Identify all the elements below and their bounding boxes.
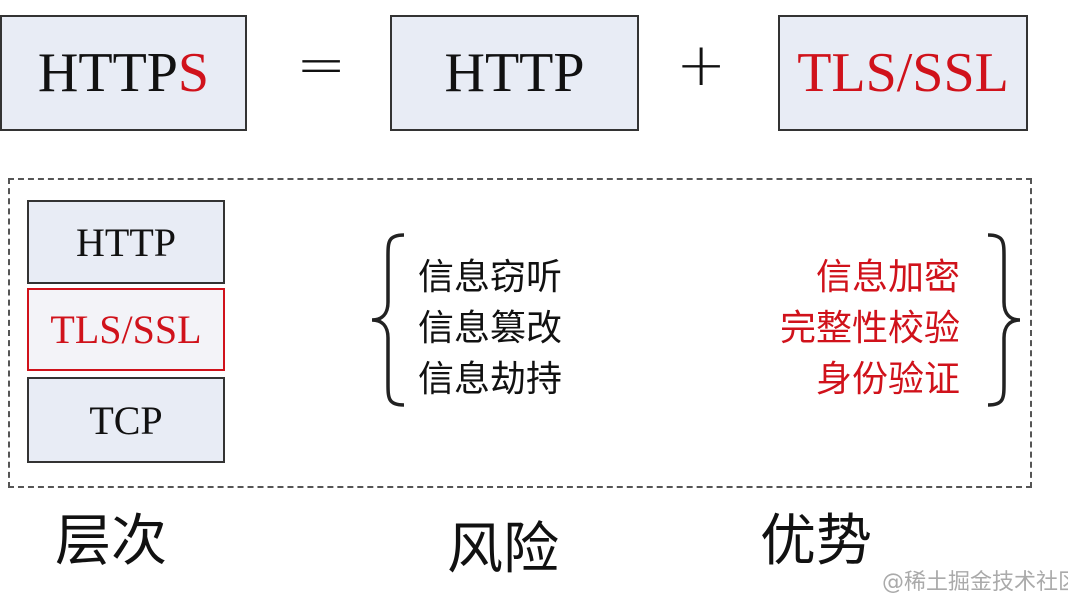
layer-tcp: TCP [27, 377, 225, 463]
plus-sign: + [676, 30, 727, 100]
label-layers: 层次 [55, 509, 167, 574]
risk-item: 信息劫持 [418, 359, 563, 400]
advantage-list: 信息加密 完整性校验 身份验证 [780, 252, 960, 405]
label-risks: 风险 [447, 517, 559, 582]
layer-http: HTTP [27, 200, 225, 284]
risk-list: 信息窃听 信息篡改 信息劫持 [418, 252, 562, 405]
layer-label: HTTP [76, 219, 176, 265]
https-suffix: S [177, 42, 210, 104]
tls-label: TLS/SSL [797, 42, 1009, 104]
http-box: HTTP [390, 15, 639, 131]
https-prefix: HTTP [37, 42, 178, 104]
advantage-item: 信息加密 [815, 257, 960, 298]
right-brace [987, 233, 1021, 407]
advantage-item: 身份验证 [815, 359, 960, 400]
detail-frame [8, 178, 1032, 488]
layer-label: TLS/SSL [50, 307, 202, 352]
equals-sign: = [296, 30, 347, 100]
layer-tls: TLS/SSL [27, 288, 225, 371]
advantage-item: 完整性校验 [779, 308, 960, 349]
label-advantages: 优势 [760, 509, 872, 574]
risk-item: 信息窃听 [418, 257, 563, 298]
risk-item: 信息篡改 [418, 308, 563, 349]
http-label: HTTP [444, 42, 585, 104]
watermark: @稀土掘金技术社区 [882, 570, 1068, 595]
tls-box: TLS/SSL [778, 15, 1028, 131]
layer-label: TCP [89, 397, 163, 443]
left-brace [371, 233, 405, 407]
